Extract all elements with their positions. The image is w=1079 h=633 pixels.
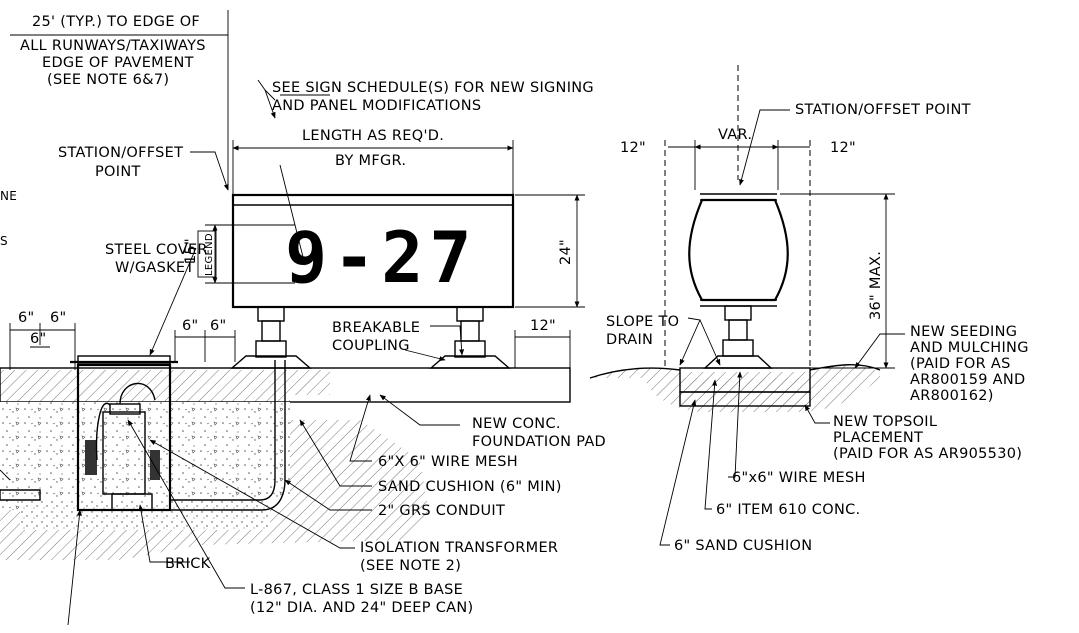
sand-cushion-right <box>679 391 811 407</box>
conc-pad-label: NEW CONC. FOUNDATION PAD <box>472 416 606 450</box>
grs-conduit-left <box>0 489 41 501</box>
wire-mesh-right-label: 6"x6" WIRE MESH <box>732 470 866 486</box>
dim-6-e: 6" <box>210 318 227 334</box>
conduit-label: 2" GRS CONDUIT <box>378 503 505 519</box>
sign-legend: 9-27 <box>285 217 478 299</box>
dim-12: 12" <box>530 318 556 334</box>
sand-cushion-right-label: 6" SAND CUSHION <box>674 538 812 554</box>
dim-6-c: 6" <box>30 331 47 347</box>
svg-text:LENGTH AS REQ'D.: LENGTH AS REQ'D. <box>302 128 444 144</box>
sign-end-view <box>688 198 789 302</box>
sand-cushion-left-label: SAND CUSHION (6" MIN) <box>378 479 562 495</box>
svg-text:W/GASKET: W/GASKET <box>115 260 195 276</box>
steel-cover-label: STEEL COVER W/GASKET <box>105 242 208 276</box>
svg-text:NEW CONC.: NEW CONC. <box>472 416 561 432</box>
svg-text:FOUNDATION PAD: FOUNDATION PAD <box>472 434 606 450</box>
svg-text:(SEE NOTE 2): (SEE NOTE 2) <box>360 558 461 574</box>
base-can-label: L-867, CLASS 1 SIZE B BASE (12" DIA. AND… <box>250 582 473 616</box>
sign-leg-right <box>429 306 511 369</box>
svg-text:NEW SEEDING: NEW SEEDING <box>910 324 1017 340</box>
transformer-lead-box <box>85 440 97 475</box>
dim-12-right: 12" <box>830 140 856 156</box>
seeding-label: NEW SEEDING AND MULCHING (PAID FOR AS AR… <box>910 324 1029 404</box>
svg-text:25' (TYP.) TO EDGE OF: 25' (TYP.) TO EDGE OF <box>32 14 200 30</box>
left-view: 9-27 LEGEND 15" 24" <box>0 10 606 626</box>
brick <box>111 493 153 511</box>
legend-label: LEGEND <box>204 233 215 276</box>
svg-text:NEW TOPSOIL: NEW TOPSOIL <box>833 414 937 430</box>
svg-text:AND PANEL MODIFICATIONS: AND PANEL MODIFICATIONS <box>272 98 481 114</box>
concrete-right-label: 6" ITEM 610 CONC. <box>716 502 860 518</box>
svg-text:BREAKABLE: BREAKABLE <box>332 320 420 336</box>
isolation-label: ISOLATION TRANSFORMER (SEE NOTE 2) <box>360 540 558 574</box>
svg-text:(SEE NOTE 6&7): (SEE NOTE 6&7) <box>47 72 169 88</box>
dim-6-a: 6" <box>18 310 35 326</box>
wire-mesh-left-label: 6"X 6" WIRE MESH <box>378 454 518 470</box>
topsoil-label: NEW TOPSOIL PLACEMENT (PAID FOR AS AR905… <box>833 414 1022 462</box>
sign-panel-left <box>231 193 515 309</box>
edge-text-1: NE <box>0 189 17 203</box>
transformer-leads <box>119 382 156 405</box>
dim-6-d: 6" <box>182 318 199 334</box>
svg-text:POINT: POINT <box>95 164 141 180</box>
schedule-note: SEE SIGN SCHEDULE(S) FOR NEW SIGNING AND… <box>272 80 594 114</box>
dim-12-left: 12" <box>620 140 646 156</box>
svg-text:DRAIN: DRAIN <box>606 332 653 348</box>
svg-text:AR800162): AR800162) <box>910 388 994 404</box>
brick-label: BRICK <box>165 556 211 572</box>
svg-text:COUPLING: COUPLING <box>332 338 410 354</box>
max-height: 36" MAX. <box>868 251 884 320</box>
svg-text:AR800159 AND: AR800159 AND <box>910 372 1026 388</box>
svg-text:BY MFGR.: BY MFGR. <box>335 153 406 169</box>
steel-cover <box>77 355 171 365</box>
svg-text:L-867, CLASS 1 SIZE B BASE: L-867, CLASS 1 SIZE B BASE <box>250 582 463 598</box>
station-offset-left: STATION/OFFSET POINT <box>58 145 183 180</box>
svg-text:(PAID FOR AS: (PAID FOR AS <box>910 356 1011 372</box>
legend-dim: 15" <box>183 238 199 264</box>
svg-text:ALL RUNWAYS/TAXIWAYS: ALL RUNWAYS/TAXIWAYS <box>20 38 206 54</box>
edge-note: 25' (TYP.) TO EDGE OF ALL RUNWAYS/TAXIWA… <box>20 14 206 88</box>
svg-text:AND MULCHING: AND MULCHING <box>910 340 1029 356</box>
var-label: VAR. <box>718 127 752 143</box>
svg-text:SEE SIGN SCHEDULE(S) FOR NEW S: SEE SIGN SCHEDULE(S) FOR NEW SIGNING <box>272 80 594 96</box>
svg-text:(PAID FOR AS AR905530): (PAID FOR AS AR905530) <box>833 446 1022 462</box>
sand-cushion-left <box>20 500 270 530</box>
length-note: LENGTH AS REQ'D. BY MFGR. <box>302 128 444 169</box>
svg-text:SLOPE TO: SLOPE TO <box>606 314 679 330</box>
station-offset-right: STATION/OFFSET POINT <box>795 102 971 118</box>
transformer-lead-box-2 <box>150 450 160 480</box>
dim-6-b: 6" <box>50 310 67 326</box>
slope-label: SLOPE TO DRAIN <box>606 314 679 348</box>
sign-leg-left <box>230 306 312 369</box>
edge-text-2: S <box>0 234 8 248</box>
breakable-coupling-label: BREAKABLE COUPLING <box>332 320 420 354</box>
height-dim: 24" <box>558 239 574 265</box>
svg-text:PLACEMENT: PLACEMENT <box>833 430 923 446</box>
svg-text:ISOLATION TRANSFORMER: ISOLATION TRANSFORMER <box>360 540 558 556</box>
right-view: STATION/OFFSET POINT VAR. 12" 12" 36" MA… <box>589 65 1029 554</box>
svg-text:STEEL COVER: STEEL COVER <box>105 242 208 258</box>
transformer-top <box>109 403 141 415</box>
svg-text:EDGE OF PAVEMENT: EDGE OF PAVEMENT <box>42 55 194 71</box>
svg-text:(12" DIA. AND 24" DEEP CAN): (12" DIA. AND 24" DEEP CAN) <box>250 600 473 616</box>
svg-text:STATION/OFFSET: STATION/OFFSET <box>58 145 183 161</box>
